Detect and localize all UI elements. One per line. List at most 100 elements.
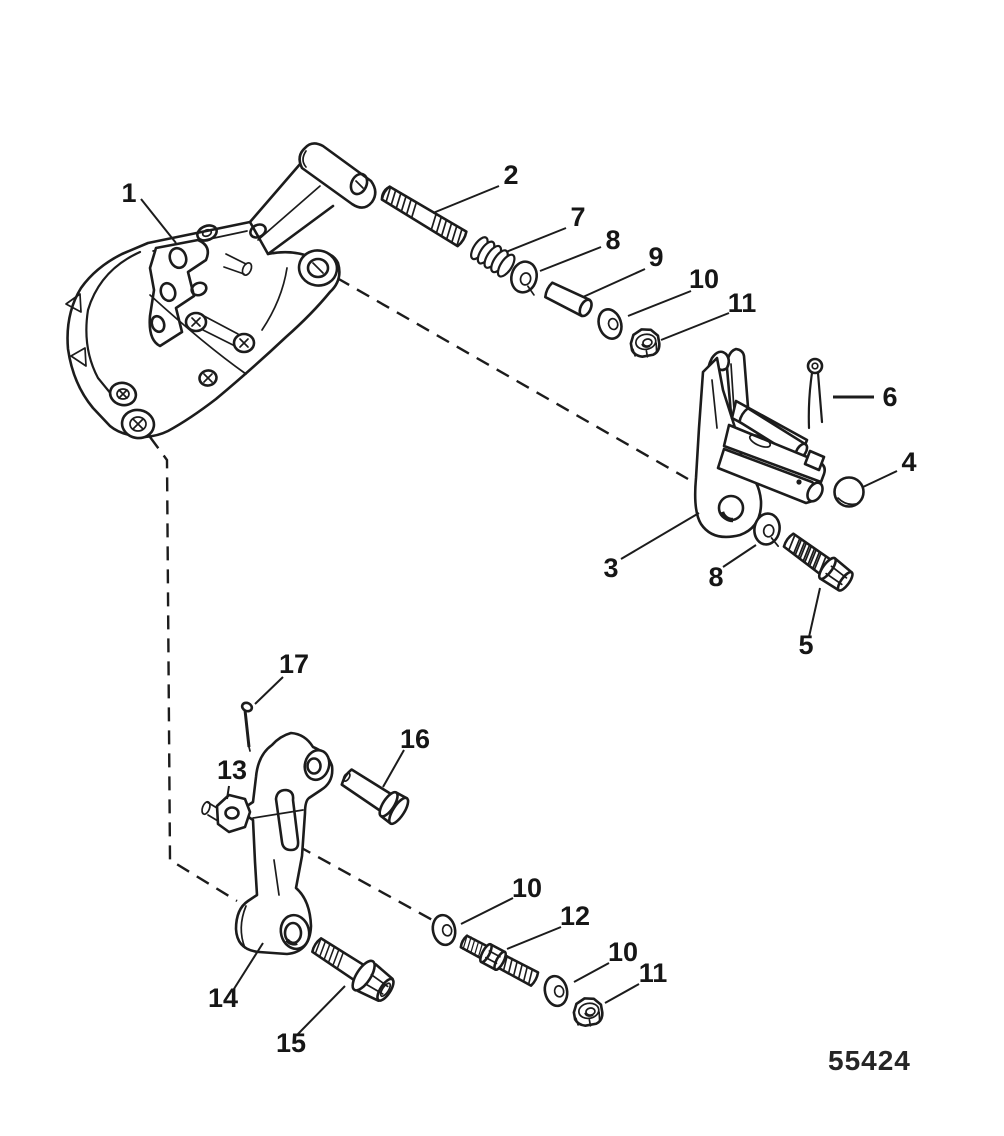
callout-13: 13 <box>217 755 247 785</box>
clevis-fin-contour <box>730 363 735 411</box>
bracket-finger-hole <box>159 281 177 303</box>
cotter-pin-part-6 <box>806 357 824 430</box>
bracket-arm-bottom-edge <box>266 204 335 256</box>
leader-5 <box>808 587 821 638</box>
cotter-pin-head <box>806 357 824 375</box>
leader-1 <box>140 198 177 244</box>
lever-parting-line <box>252 809 304 819</box>
bracket-finger-hole <box>150 314 166 334</box>
clevis-pin-part-16 <box>340 768 410 826</box>
callout-2: 2 <box>503 160 518 190</box>
bracket-boss-cap-line <box>302 150 307 168</box>
assembly-dashed-lines <box>149 276 689 924</box>
clip-flange <box>215 793 252 834</box>
bracket-arm-contour <box>257 185 321 241</box>
bolt-flange <box>351 959 376 992</box>
clevis-jaw-hole <box>796 479 802 485</box>
bolt-part-5 <box>782 532 854 592</box>
bracket-boss-cylinder <box>298 142 377 209</box>
bracket-cross-pin-mark <box>239 338 249 348</box>
bolt-head-face-inner <box>379 982 392 998</box>
bolt-part-15 <box>311 937 395 1002</box>
bolt-hex-facets <box>825 565 848 586</box>
bracket-wedge-mark <box>70 347 87 367</box>
leader-7 <box>505 227 567 253</box>
leader-13 <box>226 785 230 800</box>
lever-foot-contour <box>240 905 247 949</box>
cotter-pin-head-inner <box>811 362 819 370</box>
spacer-part-9 <box>543 281 593 318</box>
bracket-hole <box>198 369 218 387</box>
bracket-surface-contour <box>261 267 288 331</box>
stud-collar-flange <box>479 942 493 964</box>
lever-top-eye-hole <box>306 757 322 775</box>
bracket-hole-mark <box>203 373 213 383</box>
bracket-pivot-ring-mark <box>312 262 324 274</box>
callout-10-lower: 10 <box>608 937 638 967</box>
bracket-boss-hole-mark <box>355 180 364 189</box>
dashed-line-lever-to-washer <box>297 844 437 924</box>
leader-14 <box>231 942 264 993</box>
clip-part-13 <box>201 793 252 834</box>
bolt-head-face <box>836 570 854 592</box>
leader-11-lower <box>604 983 640 1004</box>
bracket-arm-base-hole <box>249 223 267 239</box>
clevis-tray-lip <box>803 449 826 472</box>
dashed-line-bracket-to-lever <box>149 436 238 903</box>
clevis-eye-shadow <box>719 511 734 523</box>
bracket-stub-cap <box>241 262 253 276</box>
bracket-arm-top-edge <box>248 154 309 224</box>
cotter-pin-leg <box>816 371 824 424</box>
stud-part-2 <box>380 185 468 248</box>
clevis-pin-tip <box>342 772 351 782</box>
stud-collar-facets <box>484 950 501 965</box>
lever-part-14 <box>234 731 334 956</box>
ball-part-4 <box>833 476 865 508</box>
pin-tip <box>248 746 251 752</box>
clip-hole <box>224 806 240 820</box>
callout-7: 7 <box>570 202 585 232</box>
pin-part-17 <box>240 701 254 752</box>
callout-8-lower: 8 <box>708 562 723 592</box>
spring-part-7 <box>470 236 516 278</box>
callout-16: 16 <box>400 724 430 754</box>
bracket-bottom-boss-hole <box>129 416 147 432</box>
drawing-number: 55424 <box>828 1045 911 1076</box>
callout-14: 14 <box>208 983 238 1013</box>
leader-16 <box>382 749 405 788</box>
pin-shaft <box>243 709 251 748</box>
clevis-pin-head-face <box>387 796 410 826</box>
leader-10-mid <box>460 897 514 925</box>
bracket-clamp-inner-edge <box>85 250 142 402</box>
bolt-head-flange <box>817 556 837 581</box>
spring-coil <box>496 253 516 278</box>
callout-8-upper: 8 <box>605 225 620 255</box>
leader-4 <box>862 470 898 488</box>
bracket-wedge-mark <box>65 293 82 313</box>
callout-15: 15 <box>276 1028 306 1058</box>
callout-12: 12 <box>560 901 590 931</box>
leader-8-upper <box>539 246 602 272</box>
bracket-boss-hole <box>349 172 369 196</box>
leader-10-upper <box>627 290 692 317</box>
bracket-cross-pin <box>202 315 239 348</box>
clevis-slot <box>748 434 772 448</box>
bracket-hole <box>196 224 218 242</box>
callout-11-upper: 11 <box>728 288 757 318</box>
clevis-jaw-end <box>806 481 824 503</box>
bracket-pivot-ring-hole <box>306 257 330 279</box>
lever-slot <box>274 788 300 852</box>
ball-seam <box>837 497 857 506</box>
bracket-bottom-boss-hole <box>116 388 130 400</box>
callout-5: 5 <box>798 630 813 660</box>
spacer-body <box>543 281 591 318</box>
leader-10-lower <box>573 962 610 983</box>
cotter-pin-leg <box>807 371 814 430</box>
spacer-end-face <box>578 298 593 318</box>
lever-body-contour <box>273 859 280 896</box>
bracket-surface-contour <box>149 294 247 375</box>
stud-part-12 <box>459 934 540 987</box>
bracket-cross-pin-mark <box>191 317 201 327</box>
callout-3: 3 <box>603 553 618 583</box>
